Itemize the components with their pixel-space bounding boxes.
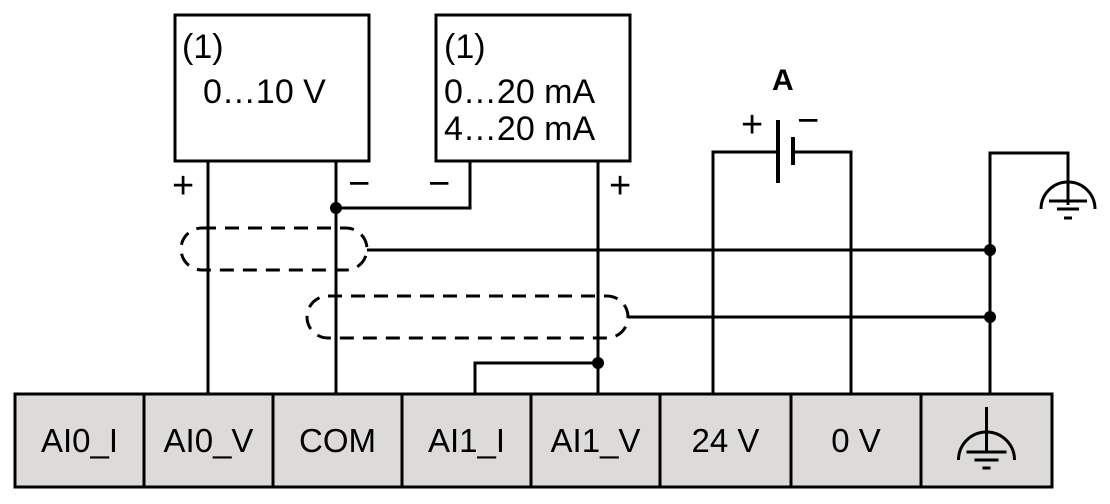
earth-ground-icon — [1039, 180, 1097, 220]
terminal-label: 24 V — [692, 422, 760, 459]
terminal-ai1-i: AI1_I — [400, 392, 533, 489]
terminal-label: 0 V — [831, 422, 881, 459]
terminal-cell — [142, 392, 275, 489]
terminal-0v: 0 V — [789, 392, 923, 489]
current-sensor: (1) 0…20 mA 4…20 mA + − — [428, 13, 632, 207]
wire-24v — [711, 150, 778, 394]
terminal-cell — [789, 392, 923, 489]
terminal-label: AI1_V — [551, 422, 641, 459]
current-sensor-box — [434, 13, 632, 163]
voltage-sensor-box — [173, 13, 371, 163]
junction-com — [330, 202, 342, 214]
terminal-ai0-i: AI0_I — [13, 392, 146, 489]
terminal-label: COM — [299, 422, 376, 459]
power-supply-plus: + — [741, 104, 763, 146]
wire-common-link — [336, 161, 472, 210]
current-sensor-note: (1) — [444, 28, 486, 66]
terminal-strip: AI0_I AI0_V COM AI1_I AI1_V 24 V 0 V — [13, 392, 1054, 489]
voltage-sensor-note: (1) — [182, 28, 224, 66]
power-supply-label: A — [772, 64, 794, 97]
terminal-ai0-v: AI0_V — [142, 392, 275, 489]
junction-shield-1 — [984, 244, 996, 256]
terminal-com: COM — [271, 392, 404, 489]
current-sensor-range-1: 0…20 mA — [444, 73, 595, 111]
shield-cable-1 — [179, 226, 369, 272]
terminal-label: AI1_I — [428, 422, 505, 459]
terminal-cell — [658, 392, 793, 489]
voltage-sensor: (1) 0…10 V + − — [172, 13, 371, 207]
voltage-sensor-minus: − — [348, 163, 370, 205]
current-sensor-plus: + — [609, 165, 631, 207]
terminal-label: AI0_I — [41, 422, 118, 459]
wire-0v — [793, 150, 853, 394]
power-supply: A + − — [711, 64, 853, 394]
terminal-ai1-v: AI1_V — [529, 392, 662, 489]
wire-ground-bus — [988, 151, 1070, 394]
current-sensor-range-2: 4…20 mA — [444, 110, 595, 148]
terminal-ground — [919, 392, 1054, 489]
terminal-24v: 24 V — [658, 392, 793, 489]
power-supply-minus: − — [797, 100, 819, 142]
shield-cable-2 — [305, 294, 630, 340]
current-sensor-minus: − — [428, 163, 450, 205]
protective-earth-icon — [957, 407, 1016, 470]
voltage-sensor-range: 0…10 V — [203, 73, 326, 111]
terminal-label: AI0_V — [164, 422, 254, 459]
junction-ai1 — [592, 357, 604, 369]
wire-ai1-i-bridge — [473, 361, 598, 394]
voltage-sensor-plus: + — [172, 165, 194, 207]
junction-shield-2 — [984, 311, 996, 323]
